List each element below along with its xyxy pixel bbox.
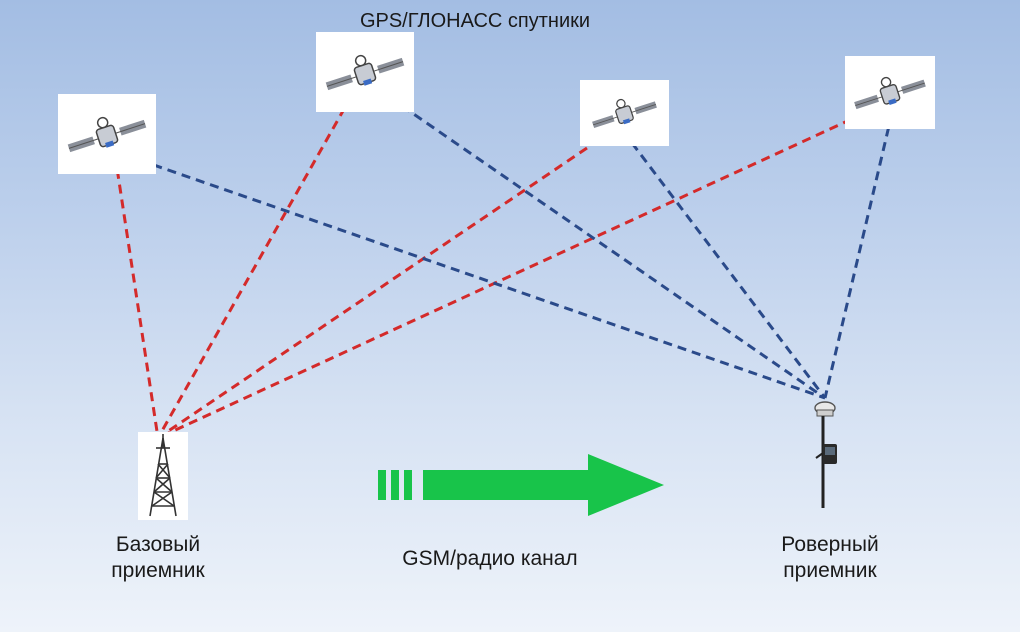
base-receiver-label-line2: приемник (111, 559, 205, 582)
satellites-title: GPS/ГЛОНАСС спутники (359, 10, 591, 32)
link-label: GSM/радио канал (402, 547, 578, 570)
base-link-line (157, 146, 588, 440)
satellite-icon (58, 94, 156, 174)
gnss-rover-pole-icon (803, 398, 847, 512)
rover-receiver-label-line2: приемник (783, 559, 877, 582)
base-receiver-label: Базовый приемник (88, 532, 228, 584)
rover-link-line (823, 112, 894, 399)
rover-link-line (630, 142, 827, 399)
base-link-line (113, 154, 160, 439)
satellite-icon (845, 56, 935, 129)
satellite-icon (316, 32, 414, 112)
base-link-line (157, 111, 866, 440)
base-link-line (156, 94, 354, 439)
rover-receiver-label-line1: Роверный (781, 533, 879, 556)
rover-link-line (401, 104, 826, 400)
rover-receiver-label: Роверный приемник (755, 532, 905, 584)
rover-link-line (124, 153, 826, 400)
radio-tower-icon (138, 432, 188, 520)
arrow-right-icon (378, 454, 666, 516)
base-receiver-label-line1: Базовый (115, 533, 201, 556)
satellite-icon (580, 80, 669, 146)
